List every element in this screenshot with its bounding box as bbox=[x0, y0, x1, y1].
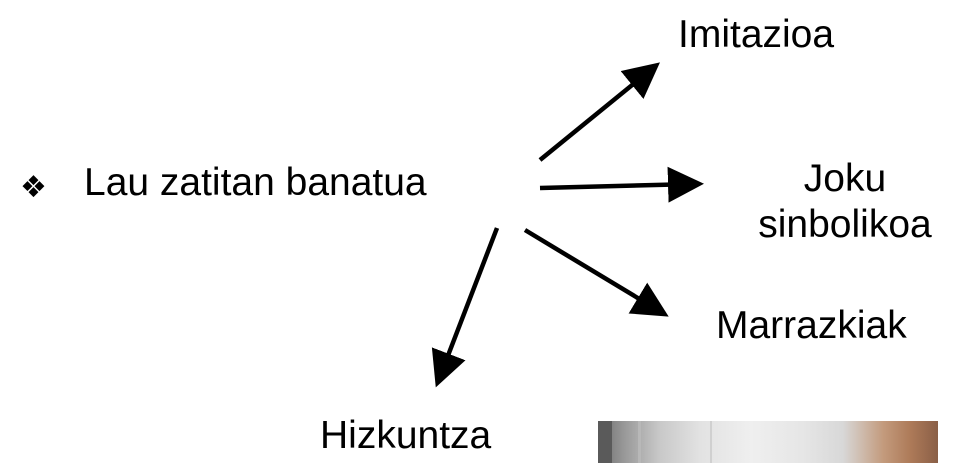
arrow-to-symbolic-play bbox=[539, 166, 704, 203]
branch-label-symbolic-play-line-1: Joku bbox=[803, 157, 887, 200]
main-topic-label: Lau zatitan banatua bbox=[84, 161, 427, 204]
branch-label-drawings: Marrazkiak bbox=[716, 304, 907, 347]
diamond-bullet-icon: ❖ bbox=[20, 170, 47, 205]
photo-thumbnail bbox=[598, 421, 938, 463]
branch-label-symbolic-play: Joku sinbolikoa bbox=[745, 156, 945, 248]
branch-label-imitation: Imitazioa bbox=[678, 13, 835, 56]
arrow-to-imitation bbox=[538, 62, 660, 162]
branch-label-language: Hizkuntza bbox=[320, 414, 492, 457]
arrow-to-language bbox=[431, 227, 500, 388]
branch-label-symbolic-play-line-2: sinbolikoa bbox=[758, 203, 932, 246]
arrow-to-drawings bbox=[523, 228, 669, 317]
